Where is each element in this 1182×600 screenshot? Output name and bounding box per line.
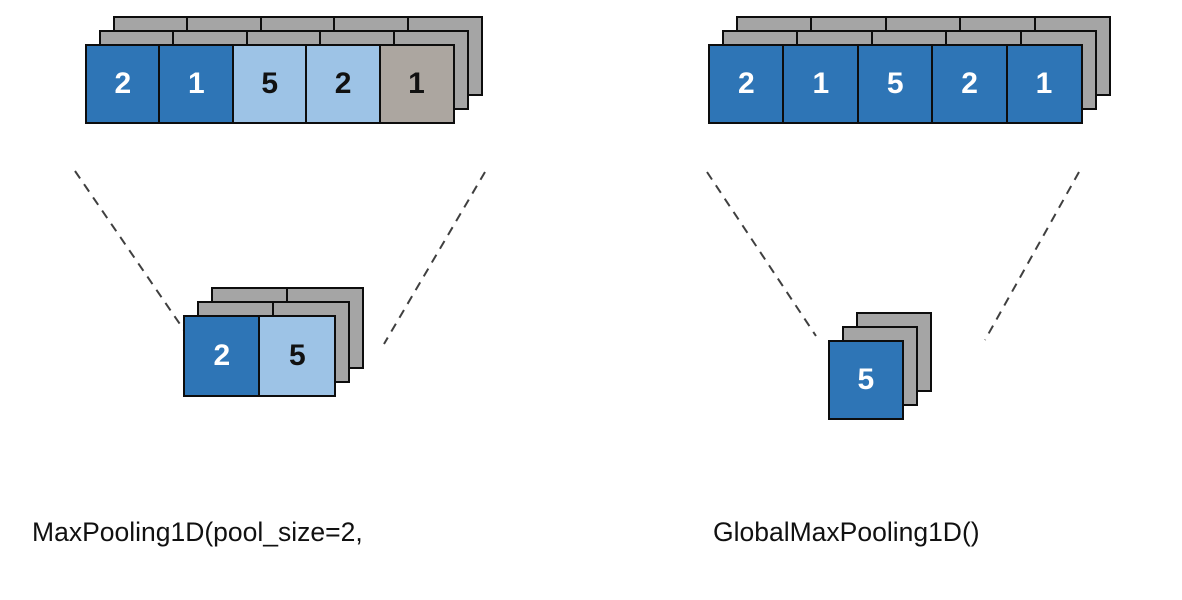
input-cell-2: 5 <box>856 44 934 124</box>
input-cell-3: 2 <box>305 44 382 124</box>
right-caption-line-1: GlobalMaxPooling1D() <box>713 516 980 547</box>
input-cell-1: 1 <box>158 44 235 124</box>
right-input-front-layer: 2 1 5 2 1 <box>708 44 1083 124</box>
right-caption: GlobalMaxPooling1D() <box>713 445 1113 600</box>
right-output-front-layer: 5 <box>828 340 904 420</box>
right-output-stack: 5 <box>828 312 948 435</box>
output-cell-1: 5 <box>258 315 337 397</box>
connector-left-inner <box>383 171 486 345</box>
input-cell-1: 1 <box>782 44 860 124</box>
input-cell-0: 2 <box>85 44 161 124</box>
connector-right-outer <box>706 171 817 337</box>
left-output-stack: 2 5 <box>183 287 373 427</box>
output-cell-0: 5 <box>828 340 904 420</box>
left-input-stack: 2 1 5 2 1 <box>85 16 495 156</box>
output-cell-0: 2 <box>183 315 261 397</box>
input-cell-4: 1 <box>378 44 455 124</box>
connector-left-outer <box>74 170 187 334</box>
left-caption: MaxPooling1D(pool_size=2, strides=2, pad… <box>32 445 462 600</box>
left-input-front-layer: 2 1 5 2 1 <box>85 44 455 124</box>
connector-right-inner <box>984 171 1080 341</box>
right-input-stack: 2 1 5 2 1 <box>708 16 1118 156</box>
left-caption-line-1: MaxPooling1D(pool_size=2, <box>32 516 363 547</box>
input-cell-3: 2 <box>931 44 1009 124</box>
input-cell-2: 5 <box>231 44 308 124</box>
input-cell-4: 1 <box>1005 44 1083 124</box>
left-output-front-layer: 2 5 <box>183 315 337 397</box>
input-cell-0: 2 <box>708 44 785 124</box>
